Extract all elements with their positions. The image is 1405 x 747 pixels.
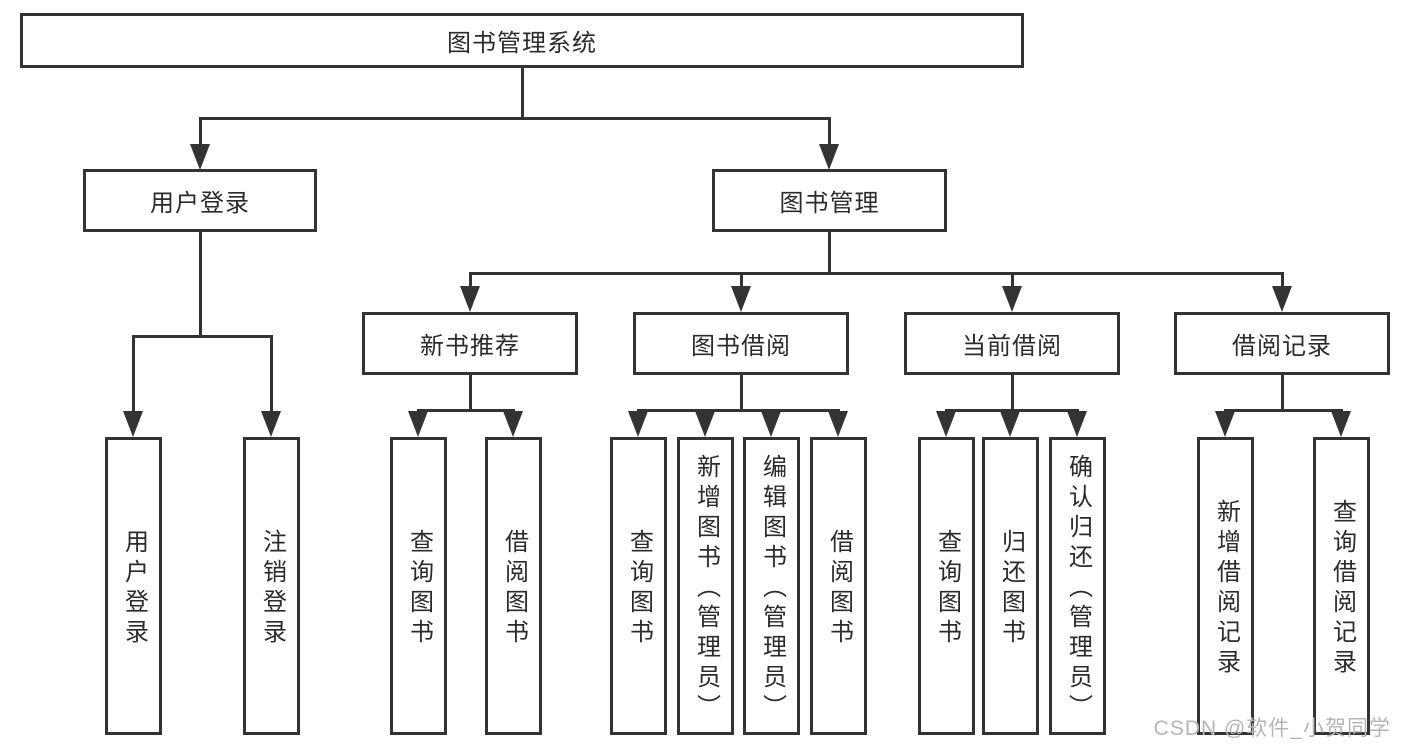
node-library-system-label: 图书管理系统 (447, 30, 597, 57)
node-leaf-return-book: 归还图书 (982, 437, 1039, 735)
node-leaf-query-books-borrowing: 查询图书 (610, 437, 667, 735)
node-leaf-logout-label: 注销登录 (258, 529, 286, 649)
node-new-book-recommendation: 新书推荐 (362, 312, 578, 375)
connector-line-vertical (827, 232, 831, 275)
arrow-down-icon (761, 411, 781, 437)
connector-line-vertical (198, 120, 202, 146)
node-leaf-query-borrow-record-label: 查询借阅记录 (1328, 499, 1356, 679)
node-current-borrowing-label: 当前借阅 (962, 333, 1062, 360)
node-leaf-query-books-current: 查询图书 (918, 437, 975, 735)
node-leaf-borrow-books-borrowing: 借阅图书 (810, 437, 867, 735)
node-current-borrowing: 当前借阅 (904, 312, 1120, 375)
connector-line-vertical (1280, 275, 1284, 288)
node-leaf-confirm-return-admin: 确认归还（管理员） (1049, 437, 1106, 735)
node-leaf-add-book-admin-label: 新增图书（管理员） (692, 454, 720, 724)
arrow-down-icon (261, 411, 281, 437)
node-borrow-records-label: 借阅记录 (1232, 333, 1332, 360)
arrow-down-icon (190, 144, 210, 170)
node-leaf-add-borrow-record: 新增借阅记录 (1197, 437, 1254, 735)
arrow-down-icon (1000, 411, 1020, 437)
connector-line-horizontal (416, 408, 515, 412)
node-book-borrowing-label: 图书借阅 (691, 333, 791, 360)
connector-line-vertical (739, 275, 743, 288)
connector-line-vertical (739, 375, 743, 411)
node-leaf-query-books-newbooks-label: 查询图书 (405, 529, 433, 649)
node-user-login-label: 用户登录 (150, 190, 250, 217)
connector-line-vertical (198, 232, 202, 338)
node-leaf-user-login: 用户登录 (105, 437, 162, 735)
connector-line-horizontal (468, 271, 1284, 275)
arrow-down-icon (828, 411, 848, 437)
node-leaf-logout: 注销登录 (243, 437, 300, 735)
node-book-borrowing: 图书借阅 (633, 312, 849, 375)
node-leaf-query-books-newbooks: 查询图书 (390, 437, 447, 735)
node-leaf-return-book-label: 归还图书 (997, 529, 1025, 649)
arrow-down-icon (628, 411, 648, 437)
connector-line-vertical (468, 375, 472, 411)
node-book-management: 图书管理 (712, 169, 947, 232)
node-leaf-edit-book-admin-label: 编辑图书（管理员） (758, 454, 786, 724)
arrow-down-icon (1331, 411, 1351, 437)
node-leaf-user-login-label: 用户登录 (120, 529, 148, 649)
watermark: CSDN @软件_小贺同学 (1153, 717, 1391, 740)
node-leaf-edit-book-admin: 编辑图书（管理员） (743, 437, 800, 735)
connector-line-vertical (269, 338, 273, 412)
node-leaf-query-borrow-record: 查询借阅记录 (1313, 437, 1370, 735)
connector-line-horizontal (636, 408, 840, 412)
arrow-down-icon (1002, 286, 1022, 312)
connector-line-vertical (468, 275, 472, 288)
node-new-book-recommendation-label: 新书推荐 (420, 333, 520, 360)
node-leaf-add-book-admin: 新增图书（管理员） (677, 437, 734, 735)
connector-line-vertical (131, 338, 135, 412)
node-leaf-add-borrow-record-label: 新增借阅记录 (1212, 499, 1240, 679)
arrow-down-icon (123, 411, 143, 437)
arrow-down-icon (731, 286, 751, 312)
node-user-login: 用户登录 (83, 169, 317, 232)
arrow-down-icon (936, 411, 956, 437)
connector-line-horizontal (131, 334, 273, 338)
node-borrow-records: 借阅记录 (1174, 312, 1390, 375)
connector-line-vertical (1010, 375, 1014, 411)
arrow-down-icon (819, 144, 839, 170)
node-leaf-confirm-return-admin-label: 确认归还（管理员） (1064, 454, 1092, 724)
arrow-down-icon (503, 411, 523, 437)
connector-line-horizontal (1223, 408, 1343, 412)
node-leaf-borrow-books-borrowing-label: 借阅图书 (825, 529, 853, 649)
node-leaf-query-books-borrowing-label: 查询图书 (625, 529, 653, 649)
connector-line-vertical (1010, 275, 1014, 288)
node-leaf-borrow-books-newbooks: 借阅图书 (485, 437, 542, 735)
connector-line-horizontal (944, 408, 1079, 412)
arrow-down-icon (460, 286, 480, 312)
node-leaf-borrow-books-newbooks-label: 借阅图书 (500, 529, 528, 649)
node-library-system: 图书管理系统 (20, 13, 1024, 68)
node-book-management-label: 图书管理 (779, 190, 880, 217)
connector-line-vertical (520, 68, 524, 120)
connector-line-vertical (827, 120, 831, 146)
connector-line-vertical (1280, 375, 1284, 411)
arrow-down-icon (408, 411, 428, 437)
arrow-down-icon (1067, 411, 1087, 437)
connector-line-horizontal (198, 116, 831, 120)
arrow-down-icon (695, 411, 715, 437)
node-leaf-query-books-current-label: 查询图书 (933, 529, 961, 649)
arrow-down-icon (1272, 286, 1292, 312)
arrow-down-icon (1215, 411, 1235, 437)
